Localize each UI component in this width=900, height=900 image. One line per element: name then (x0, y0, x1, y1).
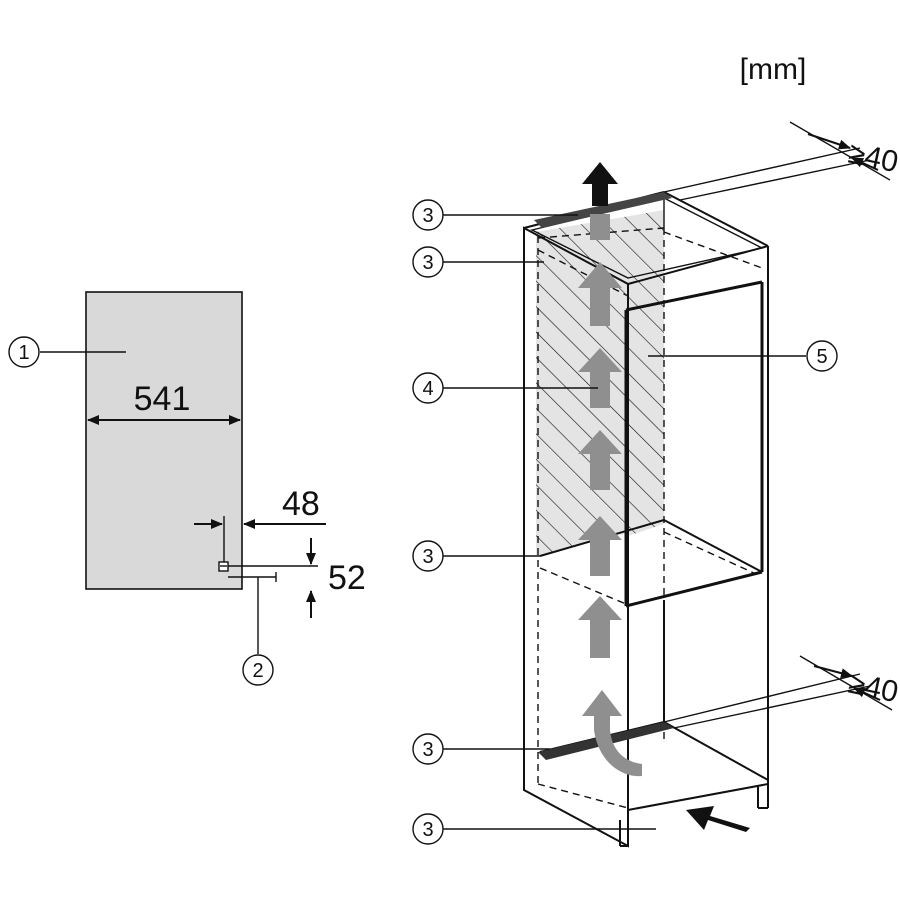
bottom-gap-line-a (663, 673, 861, 723)
callout-3-top-b: 3 (412, 246, 544, 278)
bottom-gap-value: ≥40 (846, 667, 900, 710)
airflow-curve-arrow (582, 690, 642, 777)
cabinet-drawing: [mm] (412, 53, 900, 848)
width-dimension-value: 541 (134, 380, 191, 418)
airflow-arrow-5 (578, 262, 622, 326)
top-gap-line-b (679, 159, 871, 201)
inner-top-left-dashed (537, 249, 629, 297)
top-vent-grille (534, 192, 672, 228)
callout-5: 5 (648, 340, 838, 372)
airflow-arrow-3 (578, 430, 622, 490)
callout-3-bottom-a: 3 (412, 733, 550, 765)
callout-2-number: 2 (252, 660, 263, 682)
middle-shelf-right (663, 519, 763, 573)
lower-shelf-right (663, 721, 769, 781)
top-gap-extension (789, 121, 891, 181)
inner-top-right-dashed (663, 231, 763, 269)
bottom-gap-line-b (673, 685, 871, 729)
bottom-gap-arrow-b (853, 687, 881, 701)
callout-3-top-b-number: 3 (422, 252, 433, 274)
airflow-arrow-2 (578, 516, 622, 576)
cabinet-bottom-front-edge (627, 783, 769, 811)
unit-label: [mm] (740, 53, 807, 86)
top-gap-arrow-b (851, 157, 879, 171)
callout-3-bottom-b-number: 3 (422, 819, 433, 841)
callout-5-number: 5 (816, 346, 827, 368)
appliance-door-bottom (625, 570, 763, 608)
intake-arrow (686, 806, 750, 832)
top-gap-line-a (663, 147, 861, 193)
rear-panel (85, 291, 243, 590)
callout-3-bottom-a-number: 3 (422, 739, 433, 761)
callout-4: 4 (412, 372, 598, 404)
inner-bottom-left-dashed (537, 783, 629, 809)
callout-4-number: 4 (422, 378, 433, 400)
cabinet-top-right-edge (663, 191, 769, 247)
middle-shelf-front-dashed (539, 567, 627, 605)
airflow-arrow-1 (578, 596, 622, 658)
callout-3-top-a-number: 3 (422, 205, 433, 227)
callout-2-circle (242, 654, 274, 686)
offset-y-value: 52 (328, 559, 366, 597)
callout-3-top-a: 3 (412, 199, 578, 231)
airflow-arrow-6 (590, 214, 610, 240)
offset-x-value: 48 (282, 485, 320, 523)
airflow-arrows (578, 214, 642, 777)
exhaust-arrow (582, 162, 618, 206)
callout-1-circle (8, 336, 40, 368)
callout-3-middle: 3 (412, 540, 540, 572)
callout-1-number: 1 (18, 342, 29, 364)
appliance-door-top (625, 280, 763, 312)
bottom-gap-arrow-a (813, 665, 853, 679)
vent-cross-section-front (628, 270, 664, 536)
airflow-arrow-4 (578, 348, 622, 408)
middle-shelf-inner-dashed (663, 531, 757, 575)
bottom-gap-extension (799, 655, 893, 711)
left-panel-drawing: 541 1 48 52 2 (8, 291, 366, 686)
callout-3-bottom-b: 3 (412, 813, 656, 845)
top-gap-value: ≥40 (846, 137, 900, 180)
callout-3-middle-number: 3 (422, 546, 433, 568)
top-gap-arrow-a (807, 133, 851, 150)
